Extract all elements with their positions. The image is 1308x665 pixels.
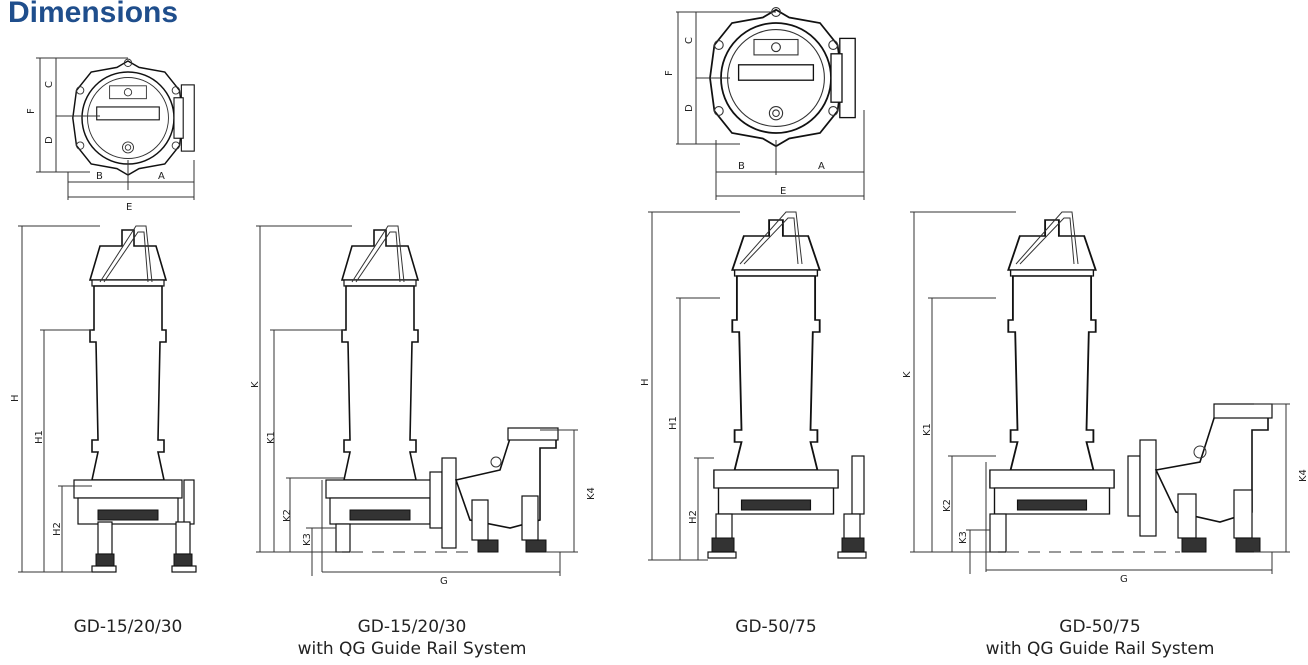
caption-model1-rail-line1: GD-15/20/30 xyxy=(357,617,467,637)
label-g: G xyxy=(440,576,448,587)
label-k2-large: K2 xyxy=(942,499,953,512)
label-k4: K4 xyxy=(586,487,597,500)
label-k: K xyxy=(250,381,261,388)
label-k1: K1 xyxy=(266,431,277,444)
caption-model2-rail-line2: with QG Guide Rail System xyxy=(985,639,1215,659)
label-g-large: G xyxy=(1120,574,1128,585)
caption-model2-rail: GD-50/75 with QG Guide Rail System xyxy=(950,616,1250,660)
label-h1: H1 xyxy=(34,430,45,444)
label-h2-large: H2 xyxy=(688,510,699,524)
label-e-large: E xyxy=(780,186,786,197)
caption-model1: GD-15/20/30 xyxy=(0,616,278,638)
label-b: B xyxy=(96,171,103,182)
label-f-large: F xyxy=(664,70,675,76)
label-d: D xyxy=(44,136,55,144)
label-k-large: K xyxy=(902,371,913,378)
label-a-large: A xyxy=(818,161,825,172)
label-b-large: B xyxy=(738,161,745,172)
label-k3: K3 xyxy=(302,533,313,546)
label-f: F xyxy=(26,108,37,114)
page-title: Dimensions xyxy=(8,0,179,29)
label-k3-large: K3 xyxy=(958,531,969,544)
label-d-large: D xyxy=(684,104,695,112)
label-h2: H2 xyxy=(52,522,63,536)
label-k4-large: K4 xyxy=(1298,469,1308,482)
label-k2: K2 xyxy=(282,509,293,522)
label-h1-large: H1 xyxy=(668,416,679,430)
caption-model1-rail: GD-15/20/30 with QG Guide Rail System xyxy=(262,616,562,660)
caption-model2-rail-line1: GD-50/75 xyxy=(1059,617,1141,637)
label-a: A xyxy=(158,171,165,182)
label-c: C xyxy=(44,81,55,88)
caption-model2-text: GD-50/75 xyxy=(735,617,817,637)
label-h-large: H xyxy=(640,378,651,386)
caption-model2: GD-50/75 xyxy=(626,616,926,638)
label-k1-large: K1 xyxy=(922,423,933,436)
label-c-large: C xyxy=(684,37,695,44)
label-e: E xyxy=(126,202,132,213)
caption-model1-rail-line2: with QG Guide Rail System xyxy=(297,639,527,659)
caption-model1-text: GD-15/20/30 xyxy=(73,617,183,637)
label-h: H xyxy=(10,394,21,402)
